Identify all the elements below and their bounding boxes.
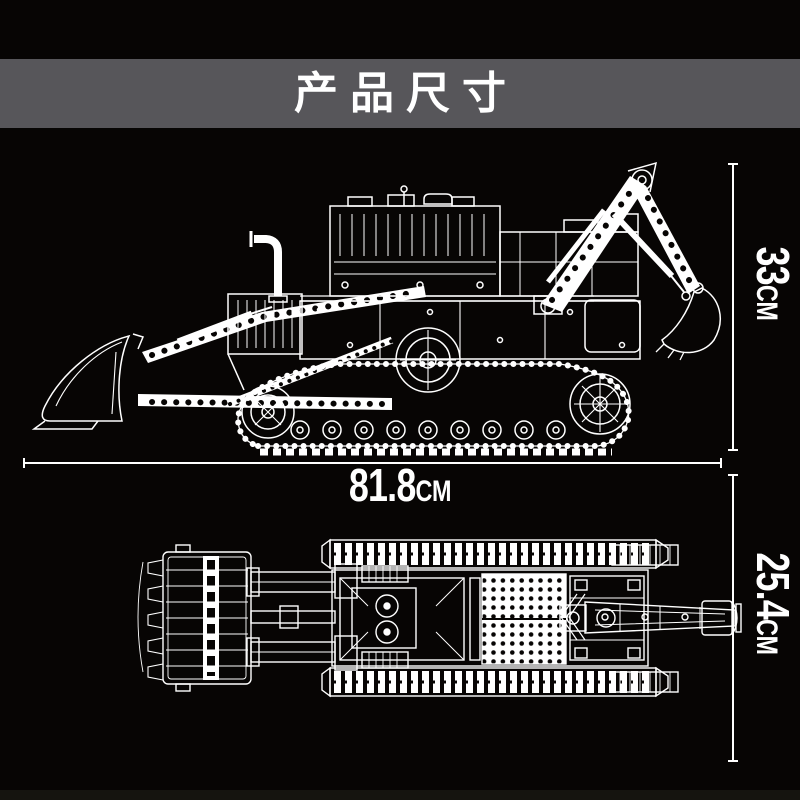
side-view-line-art — [31, 161, 721, 456]
length-unit: CM — [415, 475, 452, 508]
top-view-line-art — [137, 538, 742, 698]
bulldozer-top-view-drawing — [137, 538, 742, 698]
footer-strip — [0, 790, 800, 800]
page-title: 产品尺寸 — [294, 68, 518, 118]
height-dimension-label: 33CM — [747, 225, 799, 342]
height-value: 33 — [747, 246, 799, 285]
width-unit: CM — [750, 619, 783, 655]
width-value: 25.4 — [747, 552, 799, 620]
width-dimension-line — [728, 474, 738, 762]
height-unit: CM — [750, 284, 783, 321]
length-dimension-line — [23, 458, 722, 468]
length-value: 81.8 — [348, 459, 416, 511]
width-dimension-label: 25.4CM — [747, 545, 799, 662]
height-dimension-line — [728, 163, 738, 451]
bulldozer-side-view-drawing — [31, 161, 721, 456]
length-dimension-label: 81.8CM — [303, 462, 498, 508]
title-bar: 产品尺寸 — [0, 59, 800, 128]
